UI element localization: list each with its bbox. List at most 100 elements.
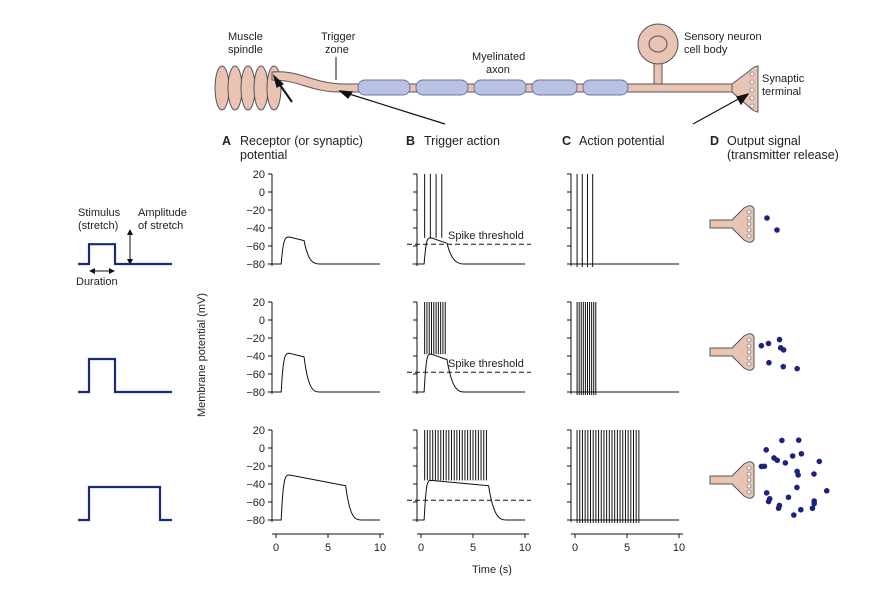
trigger-zone-label: Trigger — [321, 31, 356, 43]
stimulus-label-line2: (stretch) — [78, 220, 118, 232]
output-terminal — [709, 205, 755, 243]
panel-b-letter: B — [406, 134, 415, 148]
output-vesicle — [746, 477, 752, 483]
panel-c-title: Action potential — [579, 134, 664, 148]
trigger-spikes — [424, 174, 443, 238]
cell-body-label-line2: cell body — [684, 44, 728, 56]
output-vesicle — [746, 343, 752, 349]
transmitter-dots — [758, 437, 830, 518]
output-terminal-shape — [709, 205, 755, 243]
y-tick-label: −60 — [246, 497, 265, 509]
x-tick-label: 5 — [470, 542, 476, 554]
panel-b-title: Trigger action — [424, 134, 500, 148]
transmitter-dot — [763, 447, 770, 453]
transmitter-dots — [758, 336, 800, 372]
transmitter-dot — [758, 342, 765, 349]
action-potential-spikes — [576, 174, 594, 267]
transmitter-dot — [774, 227, 780, 233]
myelinated-axon-label: Myelinated — [472, 51, 525, 63]
trigger-spikes — [424, 302, 446, 355]
output-vesicle — [746, 471, 752, 477]
x-tick-label: 0 — [273, 542, 279, 554]
panel-c-letter: C — [562, 134, 571, 148]
y-tick-label: 0 — [259, 443, 265, 455]
transmitter-dot — [766, 359, 772, 366]
transmitter-dot — [794, 484, 800, 491]
x-axis-title: Time (s) — [472, 564, 512, 576]
transmitter-dots — [764, 215, 780, 233]
panel-headers: A Receptor (or synaptic) potential B Tri… — [222, 134, 839, 162]
terminal-vesicles — [749, 71, 755, 109]
trigger-spikes — [424, 430, 487, 481]
stimulus-trace — [78, 243, 172, 266]
transmitter-dot — [782, 460, 789, 466]
transmitter-dot — [789, 453, 796, 459]
x-tick-label: 10 — [374, 542, 386, 554]
x-tick-label: 10 — [673, 542, 685, 554]
transmitter-dot — [779, 437, 785, 444]
y-tick-label: −60 — [246, 369, 265, 381]
output-vesicle — [746, 465, 752, 471]
output-vesicle — [746, 233, 752, 239]
transmitter-dot — [765, 340, 772, 347]
amplitude-label-line2: of stretch — [138, 220, 183, 232]
panel-d-letter: D — [710, 134, 719, 148]
output-vesicle — [746, 209, 752, 215]
transmitter-dot — [795, 472, 801, 478]
y-axis-title: Membrane potential (mV) — [196, 293, 208, 417]
receptor-potential-trace — [267, 236, 380, 265]
panel-a-letter: A — [222, 134, 231, 148]
transmitter-dot — [775, 505, 782, 512]
output-vesicle — [746, 483, 752, 489]
stimulus-label: Stimulus — [78, 207, 121, 219]
x-tick-label: 5 — [325, 542, 331, 554]
trigger-zone-label-line2: zone — [325, 44, 349, 56]
x-tick-label: 5 — [624, 542, 630, 554]
y-tick-label: −20 — [246, 461, 265, 473]
transmitter-dot — [816, 458, 823, 465]
muscle-spindle-coils — [214, 65, 282, 111]
y-tick-label: −20 — [246, 333, 265, 345]
y-tick-label: 20 — [253, 297, 265, 309]
sensory-neuron-cell-body — [637, 23, 679, 65]
output-vesicle — [746, 361, 752, 367]
synaptic-terminal-label-line2: terminal — [762, 86, 801, 98]
stimulus-annotations: Stimulus (stretch) Amplitude of stretch … — [76, 207, 187, 288]
transmitter-dot — [785, 494, 792, 501]
stimulus-trace — [78, 357, 172, 394]
output-vesicle — [746, 215, 752, 221]
panel-d-title-line2: (transmitter release) — [727, 148, 839, 162]
y-tick-label: 20 — [253, 425, 265, 437]
transmitter-dot — [809, 505, 816, 512]
transmitter-dot — [791, 512, 797, 518]
x-tick-label: 10 — [519, 542, 531, 554]
muscle-spindle-label-line2: spindle — [228, 44, 263, 56]
amplitude-label: Amplitude — [138, 207, 187, 219]
y-tick-label: −40 — [246, 223, 265, 235]
output-vesicle — [746, 337, 752, 343]
stimulus-trace — [78, 485, 172, 522]
transmitter-dot — [766, 495, 773, 502]
output-terminal-shape — [709, 333, 755, 371]
synaptic-terminal-shape — [731, 65, 759, 113]
output-vesicle — [746, 489, 752, 495]
y-tick-label: −40 — [246, 351, 265, 363]
y-tick-label: 0 — [259, 187, 265, 199]
myelin-sheath — [357, 79, 629, 96]
synaptic-terminal-label: Synaptic — [762, 73, 805, 85]
muscle-spindle-label: Muscle — [228, 31, 263, 43]
neuron-schematic: Muscle spindle Trigger zone Myelinated a… — [214, 23, 805, 125]
output-terminal-shape — [709, 461, 755, 499]
spike-threshold-label: Spike threshold — [448, 230, 524, 242]
output-vesicle — [746, 221, 752, 227]
trigger-potential-trace — [412, 237, 525, 265]
x-tick-label: 0 — [418, 542, 424, 554]
arrows — [272, 74, 750, 125]
panel-d-title: Output signal — [727, 134, 801, 148]
transmitter-dot — [774, 457, 781, 464]
transmitter-dot — [797, 506, 804, 513]
action-potential-spikes — [576, 430, 640, 523]
transmitter-dot — [764, 215, 770, 221]
transmitter-dot — [763, 490, 770, 496]
